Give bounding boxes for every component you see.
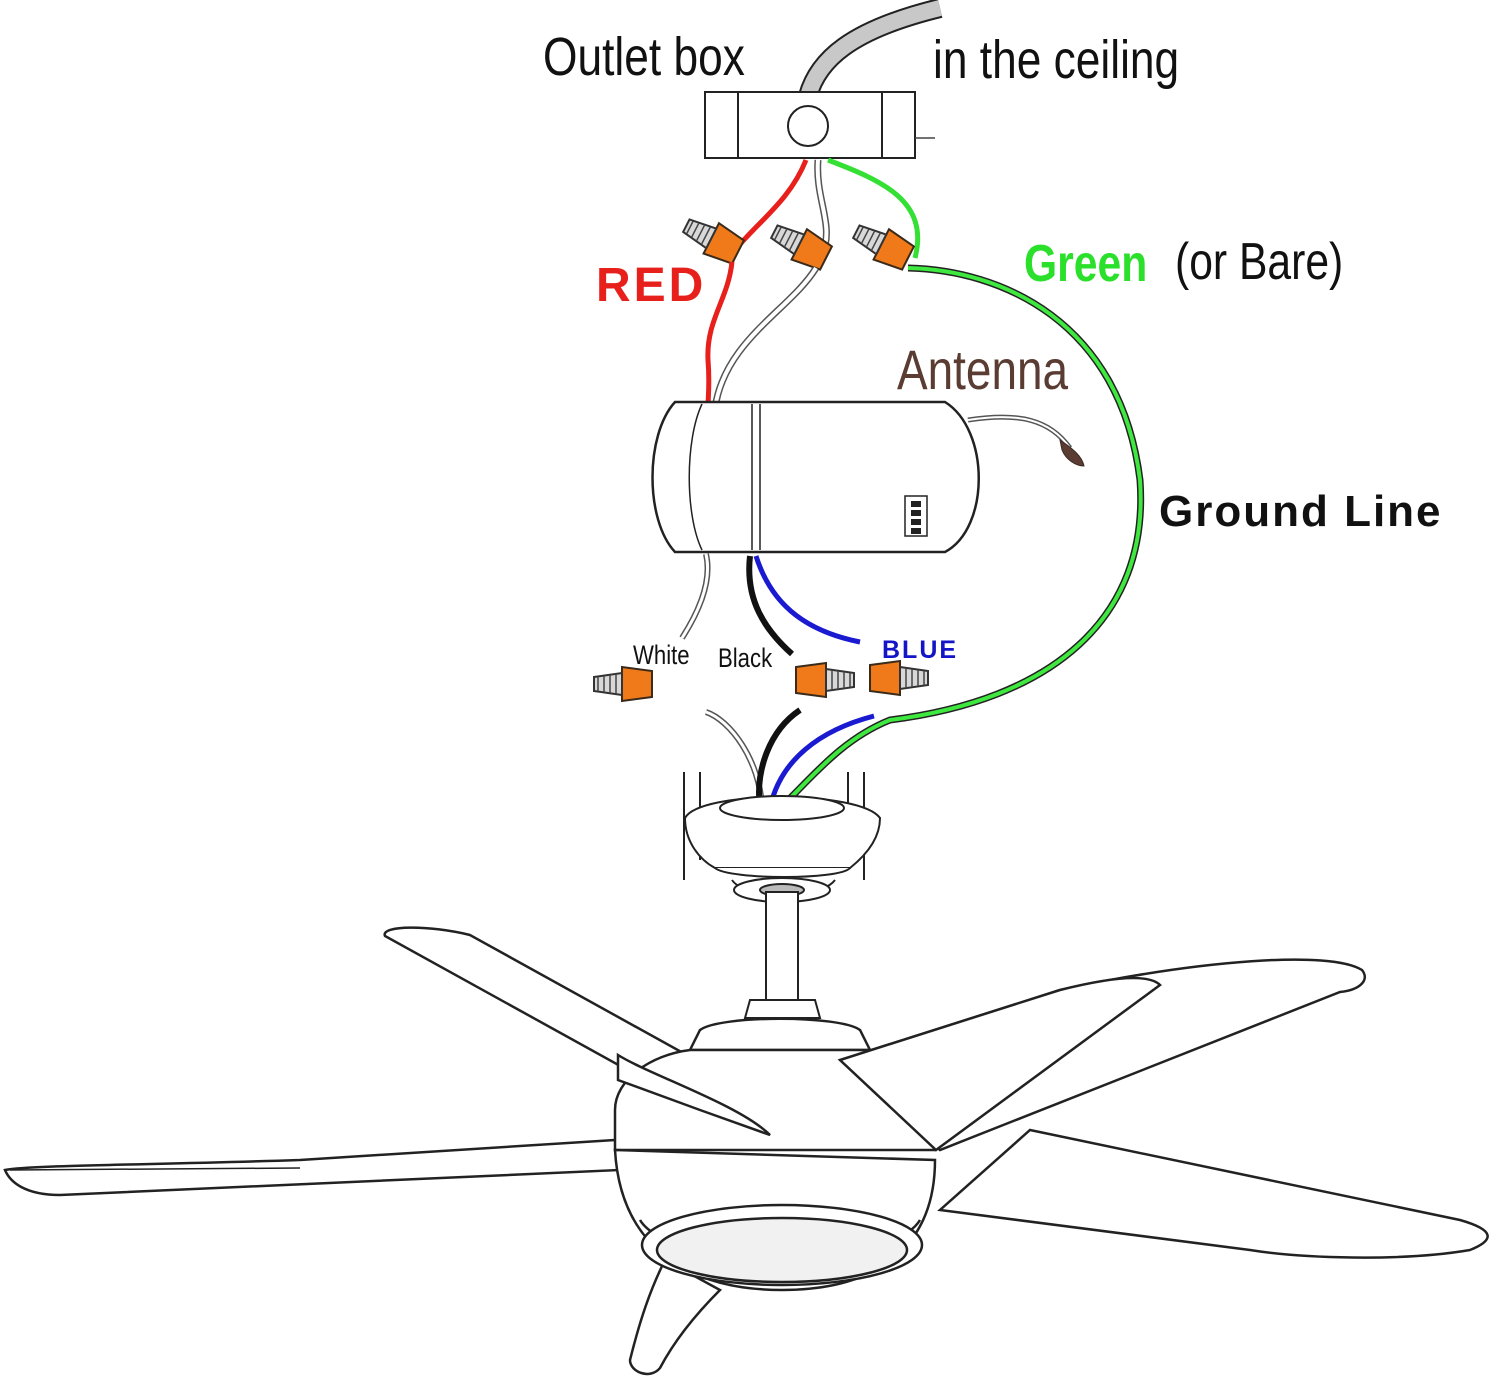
blue-canopy-lead <box>767 713 875 809</box>
red-wire-label: RED <box>596 259 707 312</box>
fan-blade <box>628 1258 723 1376</box>
wire-connector <box>593 666 653 702</box>
antenna <box>967 414 1085 467</box>
wire-connector <box>795 662 855 698</box>
fan-blade <box>3 1138 622 1197</box>
black-wire-label: Black <box>718 643 773 673</box>
white-canopy-lead <box>704 709 765 809</box>
outlet-box <box>704 91 935 159</box>
canopy <box>683 795 882 903</box>
wire-connector <box>847 215 917 275</box>
bare-wire-label: (or Bare) <box>1175 233 1344 291</box>
receiver-module <box>651 400 980 554</box>
red-receiver-wire <box>705 261 735 409</box>
fan-blade <box>937 1128 1489 1259</box>
fan-blade <box>616 1052 771 1137</box>
blue-wire-label: BLUE <box>882 636 959 664</box>
outlet-box-label: Outlet box <box>543 27 745 87</box>
ceiling-label: in the ceiling <box>933 30 1180 90</box>
green-supply-wire <box>827 157 921 259</box>
black-fan-lead <box>746 555 794 657</box>
antenna-label: Antenna <box>897 338 1069 401</box>
blue-fan-lead <box>753 555 861 645</box>
wire-connector <box>869 660 929 696</box>
ground-line-label: Ground Line <box>1159 487 1443 536</box>
white-wire-label: White <box>633 640 690 670</box>
fan-blade <box>837 976 1162 1152</box>
dip-switch <box>904 495 928 537</box>
green-wire-label: Green <box>1024 235 1148 293</box>
downrod <box>743 891 822 1019</box>
